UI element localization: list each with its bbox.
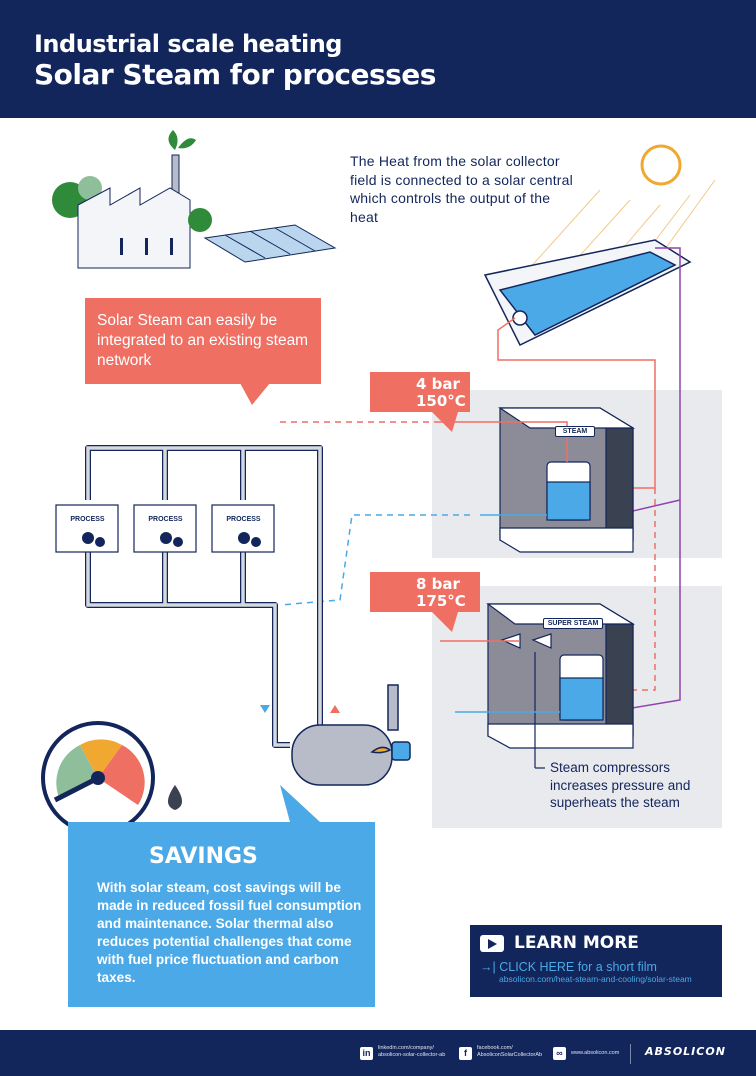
solar-collector-icon <box>483 239 692 346</box>
pressure: 4 bar <box>416 375 460 393</box>
sun-icon <box>640 144 682 186</box>
savings-box: SAVINGS With solar steam, cost savings w… <box>68 822 375 1007</box>
play-icon <box>480 935 504 952</box>
integration-callout: Solar Steam can easily be integrated to … <box>85 298 321 384</box>
diagram-illustration <box>41 130 722 835</box>
absolicon-logo: ABSOLICON <box>645 1045 726 1058</box>
super-steam-tag: SUPER STEAM <box>543 618 603 629</box>
short-film-link[interactable]: →| CLICK HERE for a short film <box>480 960 657 974</box>
process-label: PROCESS <box>226 516 261 523</box>
header <box>0 0 756 118</box>
linkedin-icon[interactable]: in <box>360 1047 373 1060</box>
pressure: 8 bar <box>416 575 460 593</box>
website-link[interactable]: www.absolicon.com <box>571 1050 620 1056</box>
learn-more-url[interactable]: absolicon.com/heat-steam-and-cooling/sol… <box>499 974 692 984</box>
link-icon[interactable]: ∞ <box>553 1047 566 1060</box>
footer: in linkedin.com/company/ absolicon-solar… <box>0 1030 756 1076</box>
solar-field-icon <box>203 224 337 263</box>
steam-tag: STEAM <box>555 426 595 437</box>
title-line-1: Industrial scale heating <box>34 30 342 58</box>
compressor-description: Steam compressors increases pressure and… <box>550 760 691 810</box>
savings-title: SAVINGS <box>149 844 258 869</box>
process-box <box>55 504 119 553</box>
savings-text: With solar steam, cost savings will be m… <box>97 880 362 985</box>
process-label: PROCESS <box>70 516 105 523</box>
divider <box>630 1044 631 1064</box>
oil-drop-icon <box>168 785 182 810</box>
process-box <box>133 504 197 553</box>
temperature: 150°C <box>416 392 466 410</box>
learn-more-box[interactable]: LEARN MORE →| CLICK HERE for a short fil… <box>470 925 722 997</box>
process-box <box>211 504 275 553</box>
gauge-icon <box>41 721 182 835</box>
learn-more-label: LEARN MORE <box>514 933 639 953</box>
compressor-icon <box>531 633 552 649</box>
learn-more-title: LEARN MORE <box>480 933 722 953</box>
boiler-icon <box>291 684 411 786</box>
heat-description: The Heat from the solar collector field … <box>350 153 573 225</box>
process-label: PROCESS <box>148 516 183 523</box>
title-line-2: Solar Steam for processes <box>34 58 436 91</box>
linkedin-link[interactable]: linkedin.com/company/ absolicon-solar-co… <box>378 1045 446 1058</box>
temperature: 175°C <box>416 592 466 610</box>
facebook-link[interactable]: facebook.com/ AbsoliconSolarCollectorAb <box>477 1045 543 1058</box>
factory-icon <box>52 130 212 269</box>
facebook-icon[interactable]: f <box>459 1047 472 1060</box>
